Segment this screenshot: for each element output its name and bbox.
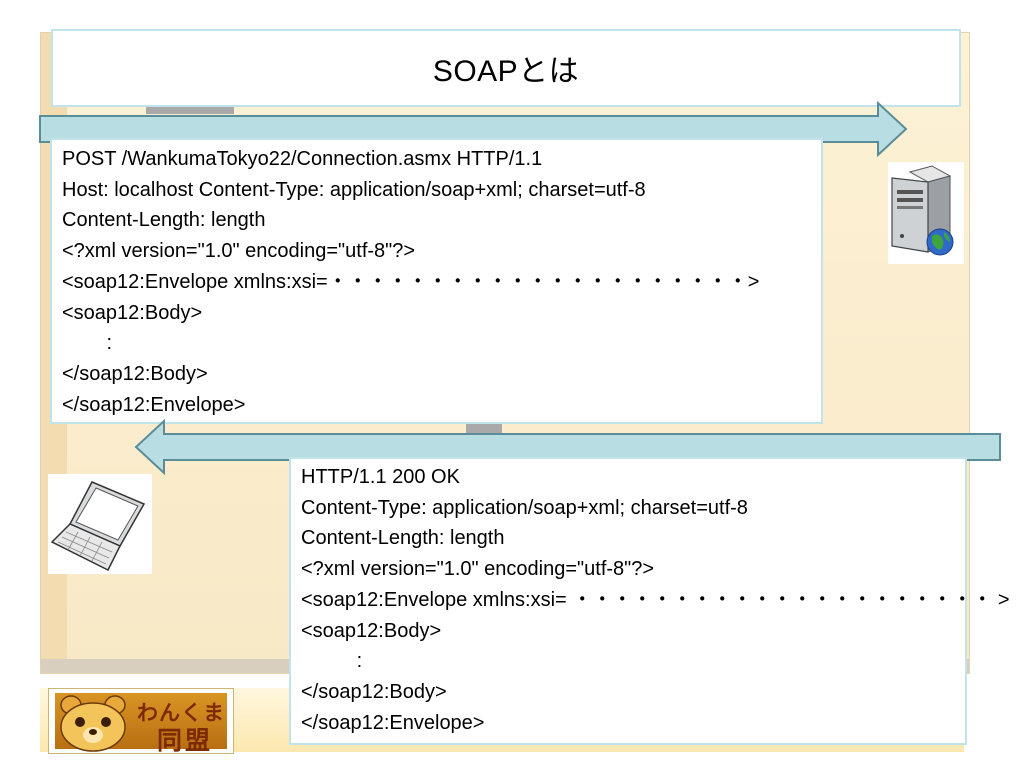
- request-line: </soap12:Body>: [62, 362, 208, 385]
- response-line: Content-Length: length: [301, 527, 505, 550]
- logo-text: わんくま: [137, 701, 225, 725]
- laptop-icon: [50, 481, 146, 572]
- page-title: SOAPとは: [432, 55, 580, 88]
- response-box: HTTP/1.1 200 OK Content-Type: applicatio…: [289, 457, 1010, 745]
- response-line: HTTP/1.1 200 OK: [301, 466, 460, 488]
- response-line: </soap12:Envelope>: [301, 711, 485, 734]
- server-box: [888, 162, 964, 264]
- request-line: POST /WankumaTokyo22/Connection.asmx HTT…: [62, 148, 543, 170]
- response-line: <?xml version="1.0" encoding="utf-8"?>: [301, 558, 655, 581]
- request-line: </soap12:Envelope>: [62, 393, 246, 416]
- request-line: Host: localhost Content-Type: applicatio…: [62, 178, 646, 201]
- logo: わんくま 同盟: [48, 688, 234, 755]
- server-icon: [891, 165, 954, 256]
- request-line: <soap12:Envelope xmlns:xsi=・・・・・・・・・・・・・…: [62, 270, 760, 293]
- response-line: Content-Type: application/soap+xml; char…: [301, 496, 748, 519]
- request-line: :: [62, 332, 113, 355]
- response-line: <soap12:Envelope xmlns:xsi= ・・・・・・・・・・・・…: [301, 588, 1010, 611]
- request-line: Content-Length: length: [62, 209, 266, 232]
- response-line: </soap12:Body>: [301, 680, 447, 703]
- response-line: :: [301, 650, 363, 673]
- response-line: <soap12:Body>: [301, 619, 442, 642]
- request-line: <?xml version="1.0" encoding="utf-8"?>: [62, 240, 416, 263]
- logo-text: 同盟: [157, 726, 214, 755]
- request-box: POST /WankumaTokyo22/Connection.asmx HTT…: [50, 138, 823, 424]
- request-line: <soap12:Body>: [62, 301, 203, 324]
- title-box: SOAPとは: [51, 29, 961, 107]
- laptop-box: [48, 474, 152, 574]
- bear-logo-icon: [60, 695, 126, 752]
